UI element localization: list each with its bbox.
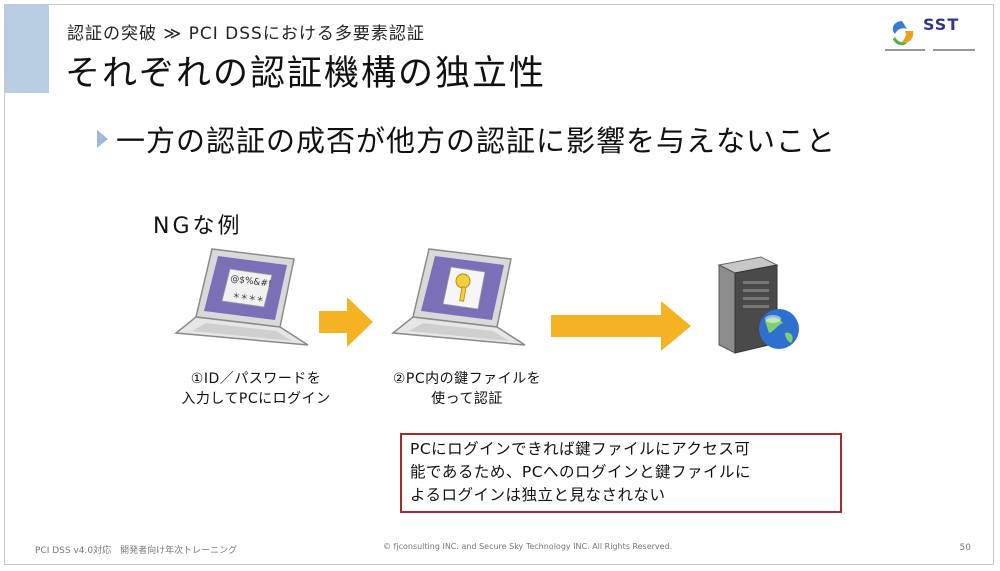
footer-course-name: PCI DSS v4.0対応 開発者向け年次トレーニング — [35, 546, 238, 556]
note-line-1: PCにログインできれば鍵ファイルにアクセス可 — [410, 440, 751, 458]
step1-line2: 入力してPCにログイン — [181, 391, 331, 407]
explanation-note-box: PCにログインできれば鍵ファイルにアクセス可 能であるため、PCへのログインと鍵… — [400, 433, 842, 513]
arrow-right-icon-2 — [551, 301, 691, 351]
logo-tagline — [885, 49, 975, 51]
header-accent-bar — [5, 5, 49, 93]
server-globe-icon — [717, 256, 799, 354]
page-number: 50 — [959, 543, 971, 553]
step2-caption: ②PC内の鍵ファイルを 使って認証 — [367, 369, 567, 409]
arrow-right-icon-1 — [319, 297, 373, 347]
slide: 認証の突破 ≫ PCI DSSにおける多要素認証 それぞれの認証機構の独立性 S… — [4, 4, 994, 565]
company-logo: SST — [885, 15, 977, 55]
step1-caption: ①ID／パスワードを 入力してPCにログイン — [151, 369, 361, 409]
note-line-3: よるログインは独立と見なされない — [410, 486, 666, 504]
bullet-point: 一方の認証の成否が他方の認証に影響を与えないこと — [97, 118, 836, 160]
bullet-text: 一方の認証の成否が他方の認証に影響を与えないこと — [116, 124, 837, 158]
step2-line2: 使って認証 — [431, 391, 503, 407]
screen-text-2: ＊＊＊＊ — [232, 291, 265, 304]
laptop-key-file-icon — [391, 248, 526, 346]
logo-text: SST — [923, 15, 960, 34]
step2-line1: ②PC内の鍵ファイルを — [392, 371, 542, 387]
logo-mark-icon — [892, 21, 914, 46]
triangle-bullet-icon — [97, 130, 108, 148]
ng-example-label: NGな例 — [153, 214, 243, 239]
slide-title: それぞれの認証機構の独立性 — [65, 54, 547, 94]
footer-copyright: © fjconsulting INC. and Secure Sky Techn… — [383, 542, 673, 551]
step1-line1: ①ID／パスワードを — [190, 371, 322, 387]
note-line-2: 能であるため、PCへのログインと鍵ファイルに — [410, 463, 752, 481]
laptop-password-icon: @$%&#! ＊＊＊＊ — [174, 248, 309, 346]
breadcrumb: 認証の突破 ≫ PCI DSSにおける多要素認証 — [67, 24, 425, 44]
